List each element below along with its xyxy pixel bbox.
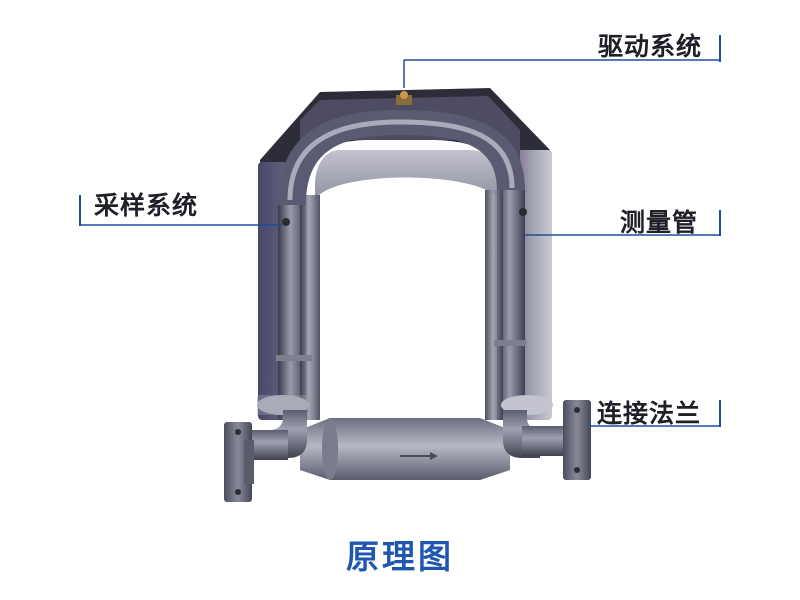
label-sampling-system: 采样系统 <box>94 191 199 220</box>
diagram-caption: 原理图 <box>346 537 454 576</box>
label-connection-flange: 连接法兰 <box>597 399 702 428</box>
label-measuring-tube: 测量管 <box>620 208 699 237</box>
label-drive-system: 驱动系统 <box>598 32 703 61</box>
